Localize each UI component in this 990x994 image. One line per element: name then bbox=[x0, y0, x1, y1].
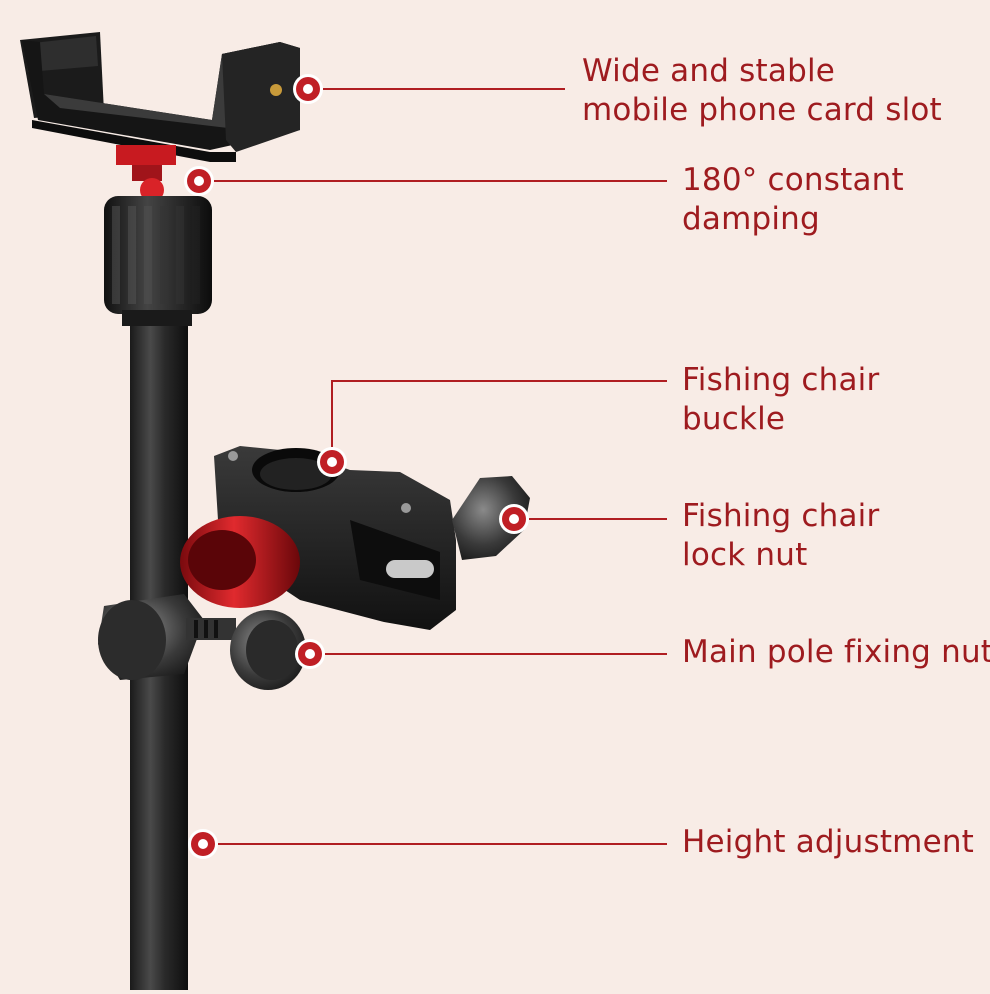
ball-joint bbox=[116, 145, 176, 202]
chair-clamp bbox=[214, 446, 456, 630]
label-height: Height adjustment bbox=[682, 823, 974, 862]
label-card-slot-line-2: mobile phone card slot bbox=[582, 92, 942, 128]
dot-main-nut bbox=[295, 639, 325, 669]
red-collar bbox=[180, 516, 300, 608]
leader-buckle bbox=[331, 380, 667, 447]
label-damping: 180° constant damping bbox=[682, 161, 904, 239]
main-pole-nut bbox=[98, 594, 306, 690]
label-height-line-1: Height adjustment bbox=[682, 824, 975, 860]
label-damping-line-1: 180° constant bbox=[682, 162, 904, 198]
callout-dots bbox=[184, 74, 529, 859]
label-main-nut-line-1: Main pole fixing nut bbox=[682, 634, 990, 670]
label-main-nut: Main pole fixing nut bbox=[682, 633, 990, 672]
dot-height bbox=[188, 829, 218, 859]
dot-card-slot bbox=[293, 74, 323, 104]
label-buckle-line-2: buckle bbox=[682, 401, 786, 437]
dot-buckle bbox=[317, 447, 347, 477]
lock-nut-knob bbox=[452, 476, 530, 560]
label-card-slot: Wide and stable mobile phone card slot bbox=[582, 52, 942, 130]
callout-lines bbox=[214, 88, 667, 845]
dot-lock-nut bbox=[499, 504, 529, 534]
phone-clamp bbox=[20, 32, 300, 162]
label-buckle: Fishing chair buckle bbox=[682, 361, 879, 439]
label-lock-nut-line-2: lock nut bbox=[682, 537, 808, 573]
label-lock-nut-line-1: Fishing chair bbox=[682, 498, 880, 534]
label-buckle-line-1: Fishing chair bbox=[682, 362, 880, 398]
label-damping-line-2: damping bbox=[682, 201, 820, 237]
dot-damping bbox=[184, 166, 214, 196]
damping-knob bbox=[104, 196, 212, 326]
label-lock-nut: Fishing chair lock nut bbox=[682, 497, 879, 575]
label-card-slot-line-1: Wide and stable bbox=[582, 53, 836, 89]
